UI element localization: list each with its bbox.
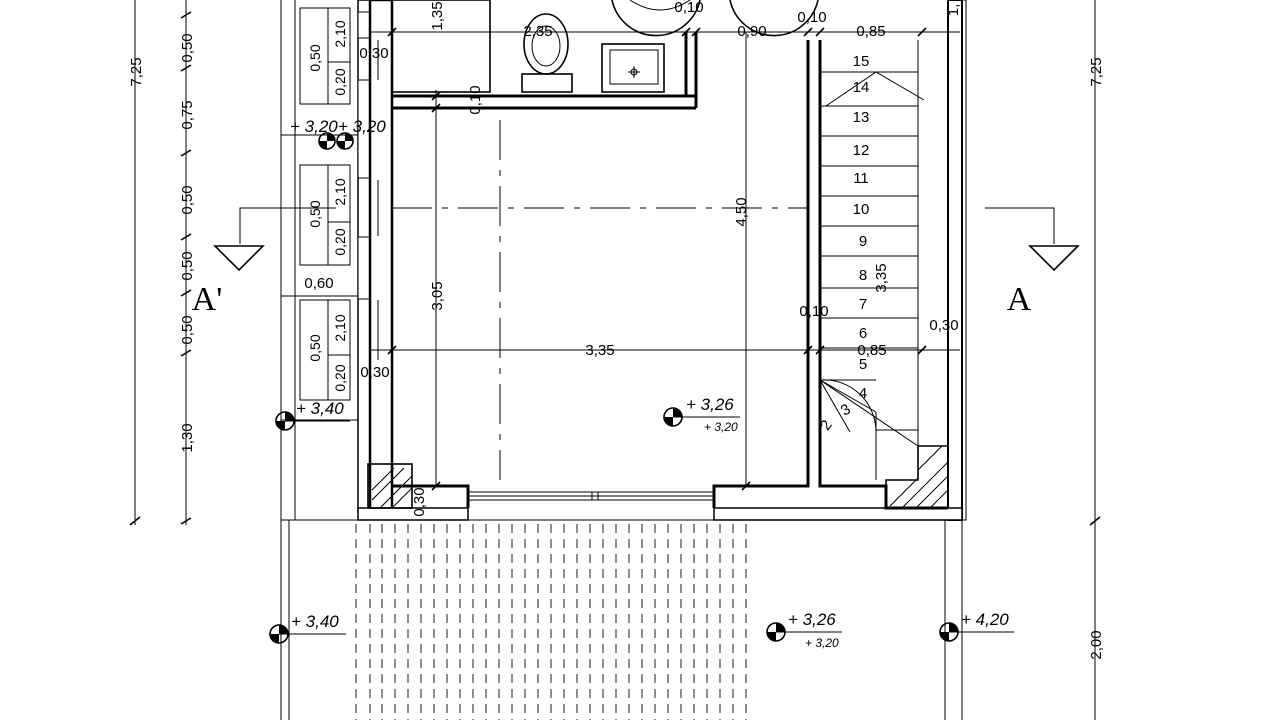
terrace-paving xyxy=(355,524,747,720)
section-label-right: A xyxy=(1007,281,1032,318)
stair-numbers: 15 14 13 12 11 10 9 8 7 6 5 4 3 2 xyxy=(817,53,869,434)
dim-room-width: 3,35 xyxy=(585,342,614,359)
window-tag-1: 0,50 2,10 0,20 xyxy=(299,7,351,105)
dim-chain-3: 0,50 xyxy=(179,185,196,214)
wash-basin xyxy=(601,43,665,93)
window-3-height: 2,10 xyxy=(332,314,348,341)
section-label-left: A' xyxy=(192,281,223,318)
step-9: 9 xyxy=(859,233,867,250)
dim-bath-width: 2,35 xyxy=(523,23,552,40)
step-5: 5 xyxy=(859,356,867,373)
step-12: 12 xyxy=(853,142,870,159)
window-3-sill: 0,20 xyxy=(332,364,348,391)
level-marker-terrace-upper: + 3,20 + 3,20 xyxy=(290,117,386,150)
window-tag-3: 0,50 2,10 0,20 xyxy=(299,299,351,401)
level-marker-balcony-left: + 3,40 xyxy=(275,399,350,431)
window-1-height: 2,10 xyxy=(332,20,348,47)
step-15: 15 xyxy=(853,53,870,70)
level-marker-terrace-right: + 4,20 xyxy=(939,610,1014,642)
level-terrace-main: + 3,26 xyxy=(788,610,836,629)
dim-chain-6: 1,30 xyxy=(179,423,196,452)
west-wall xyxy=(357,0,394,514)
column-right xyxy=(885,445,949,509)
dim-facade-bottom: 0,30 xyxy=(360,364,389,381)
level-terrace-left: + 3,40 xyxy=(291,612,339,631)
toilet xyxy=(521,13,573,93)
level-terrace-sub: + 3,20 xyxy=(805,636,839,650)
window-1-width: 0,50 xyxy=(307,44,323,71)
window-2-height: 2,10 xyxy=(332,178,348,205)
dim-room-bath-height: 4,50 xyxy=(733,197,750,226)
dim-right-extension: 2,00 xyxy=(1088,630,1105,659)
dim-wall-top-1: 0,10 xyxy=(674,0,703,16)
dim-stair-width-bottom: 0,85 xyxy=(857,342,886,359)
dim-left-total: 7,25 xyxy=(128,57,145,86)
step-10: 10 xyxy=(853,201,870,218)
step-3: 3 xyxy=(838,401,854,420)
dim-chain-1: 0,50 xyxy=(179,33,196,62)
dim-chain-5: 0,50 xyxy=(179,315,196,344)
dim-facade-low: 0,30 xyxy=(411,487,428,516)
step-6: 6 xyxy=(859,325,867,342)
section-mark-left: A' xyxy=(192,207,336,318)
interior-dimensions: 2,35 0,90 0,85 0,10 0,10 1,35 0,30 1, 0,… xyxy=(359,0,962,517)
step-7: 7 xyxy=(859,296,867,313)
window-tag-2: 0,50 2,10 0,20 xyxy=(299,164,351,266)
level-terrace-upper-2: + 3,20 xyxy=(338,117,386,136)
door-swings xyxy=(611,0,819,37)
dim-wall-stair: 0,10 xyxy=(799,303,828,320)
window-1-sill: 0,20 xyxy=(332,68,348,95)
level-room-sub: + 3,20 xyxy=(704,420,738,434)
level-marker-terrace-left: + 3,40 xyxy=(269,612,346,644)
step-8: 8 xyxy=(859,267,867,284)
terrace xyxy=(280,519,963,720)
dim-wall-bath: 0,10 xyxy=(467,85,484,114)
dim-bath-height: 1,35 xyxy=(429,1,446,30)
sliding-door xyxy=(467,491,715,501)
window-2-sill: 0,20 xyxy=(332,228,348,255)
dim-pier: 0,60 xyxy=(304,275,333,292)
bath-partition xyxy=(391,0,698,110)
dim-stair-wall: 0,30 xyxy=(929,317,958,334)
dim-stair-width-top: 0,85 xyxy=(856,23,885,40)
step-13: 13 xyxy=(853,109,870,126)
section-mark-right: A xyxy=(985,207,1080,318)
step-4: 4 xyxy=(859,385,867,402)
dim-chain-4: 0,50 xyxy=(179,251,196,280)
stair xyxy=(819,40,925,480)
level-terrace-upper: + 3,20 xyxy=(290,117,338,136)
dim-opening: 0,90 xyxy=(737,23,766,40)
window-2-width: 0,50 xyxy=(307,200,323,227)
window-3-width: 0,50 xyxy=(307,334,323,361)
step-11: 11 xyxy=(853,170,869,187)
level-balcony-left: + 3,40 xyxy=(296,399,344,418)
level-terrace-right: + 4,20 xyxy=(961,610,1009,629)
dim-facade-top: 0,30 xyxy=(359,45,388,62)
east-wall xyxy=(947,0,967,521)
dim-wall-top-2: 0,10 xyxy=(797,9,826,26)
balcony-strip xyxy=(280,0,360,521)
right-outer-dimension: 7,25 2,00 xyxy=(1088,0,1105,720)
level-marker-room: + 3,26 + 3,20 xyxy=(663,395,740,434)
dim-right-total: 7,25 xyxy=(1088,57,1105,86)
dim-room-height: 3,05 xyxy=(429,281,446,310)
step-14: 14 xyxy=(853,79,870,96)
column-left xyxy=(367,463,413,509)
dim-stair-run: 3,35 xyxy=(873,263,890,292)
left-chain-dimension: 0,50 0,75 0,50 0,50 0,50 1,30 xyxy=(179,0,196,525)
dim-chain-2: 0,75 xyxy=(179,100,196,129)
dim-top-partial: 1, xyxy=(945,4,962,17)
level-marker-terrace-main: + 3,26 + 3,20 xyxy=(766,610,842,650)
level-room-main: + 3,26 xyxy=(686,395,734,414)
left-outer-dimension: 7,25 xyxy=(128,0,145,526)
south-wall xyxy=(357,40,963,521)
